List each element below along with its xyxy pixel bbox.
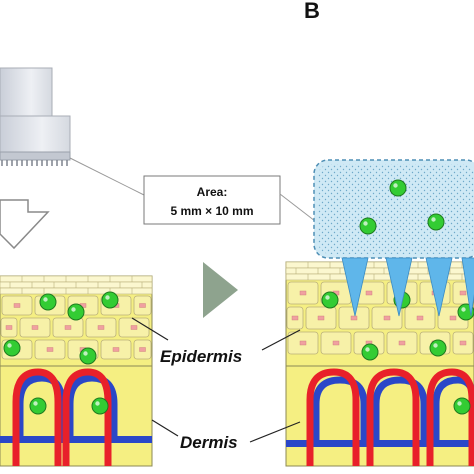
particle-highlight [461,307,466,312]
epidermis-label: Epidermis [160,347,242,366]
cell-nucleus [350,315,358,321]
cell-nucleus [139,303,146,308]
area-callout-line1: Area: [197,185,228,199]
particle [359,217,377,235]
particles-patch [359,179,445,235]
cell-nucleus [31,325,39,330]
particle-highlight [457,401,462,406]
cell-nucleus [5,325,13,330]
particle-highlight [105,295,110,300]
applicator-microneedle-array [1,160,68,166]
cell-nucleus [365,290,373,296]
particle-highlight [365,347,370,352]
particle [321,291,339,309]
cell-nucleus [64,325,72,330]
microneedle-patch [313,159,474,317]
microneedle [425,257,453,317]
particle-highlight [43,297,48,302]
particle [39,293,57,311]
particle [3,339,21,357]
blood-vessels-right [286,368,474,466]
cell-nucleus [130,325,138,330]
particle-highlight [33,401,38,406]
area-callout-line2: 5 mm × 10 mm [170,204,253,218]
dermis-leader-line-right [249,421,301,443]
particle [429,339,447,357]
skin-block-after [285,261,474,467]
cell-nucleus [291,315,299,321]
area-callout: Area: 5 mm × 10 mm [143,175,281,225]
particle-highlight [95,401,100,406]
cell-nucleus [449,315,457,321]
particle [389,179,407,197]
particle [101,291,119,309]
cell-nucleus [112,347,120,352]
cell-nucleus [13,303,21,308]
cell-nucleus [46,347,54,352]
epidermis-cells-left [0,295,152,360]
cell-nucleus [383,315,391,321]
stratum-corneum-right [285,261,474,281]
cell-nucleus [299,290,307,296]
cell-nucleus [317,315,325,321]
particle-highlight [431,217,436,222]
particle-highlight [83,351,88,356]
particle [91,397,109,415]
cell-nucleus [332,340,340,346]
microneedle [385,257,413,317]
stratum-layer [0,275,153,283]
particle-highlight [393,183,398,188]
down-arrow-icon [0,199,50,250]
particle [361,343,379,361]
particle-highlight [363,221,368,226]
particle-highlight [71,307,76,312]
cell-nucleus [416,315,424,321]
cell-nucleus [97,325,105,330]
panel-label: B [304,0,320,23]
particle [29,397,47,415]
epidermis-cells-right [286,281,474,355]
particle [453,397,471,415]
particles-right [321,291,474,415]
transition-arrow-icon [203,262,238,318]
cell-nucleus [459,340,467,346]
particle-highlight [7,343,12,348]
epidermis-leader-line-right [261,329,301,351]
particles-left [3,291,119,415]
particle [67,303,85,321]
callout-leader-line-left [69,157,147,197]
blood-vessels-left [0,368,152,466]
particle [427,213,445,231]
particle-highlight [325,295,330,300]
epidermis-leader-line [131,317,169,341]
cell-nucleus [299,340,307,346]
particle-highlight [433,343,438,348]
dermis-label: Dermis [180,433,238,452]
dermis-leader-line [151,419,179,437]
cell-nucleus [139,347,146,352]
microneedle [461,257,474,317]
skin-block-before [0,275,153,467]
stratum-layer [0,287,153,295]
cell-nucleus [459,290,467,296]
cell-nucleus [398,340,406,346]
particle [79,347,97,365]
applicator-device [0,67,71,166]
microneedle [341,257,369,317]
microneedles [341,257,474,317]
stratum-corneum-left [0,275,153,295]
